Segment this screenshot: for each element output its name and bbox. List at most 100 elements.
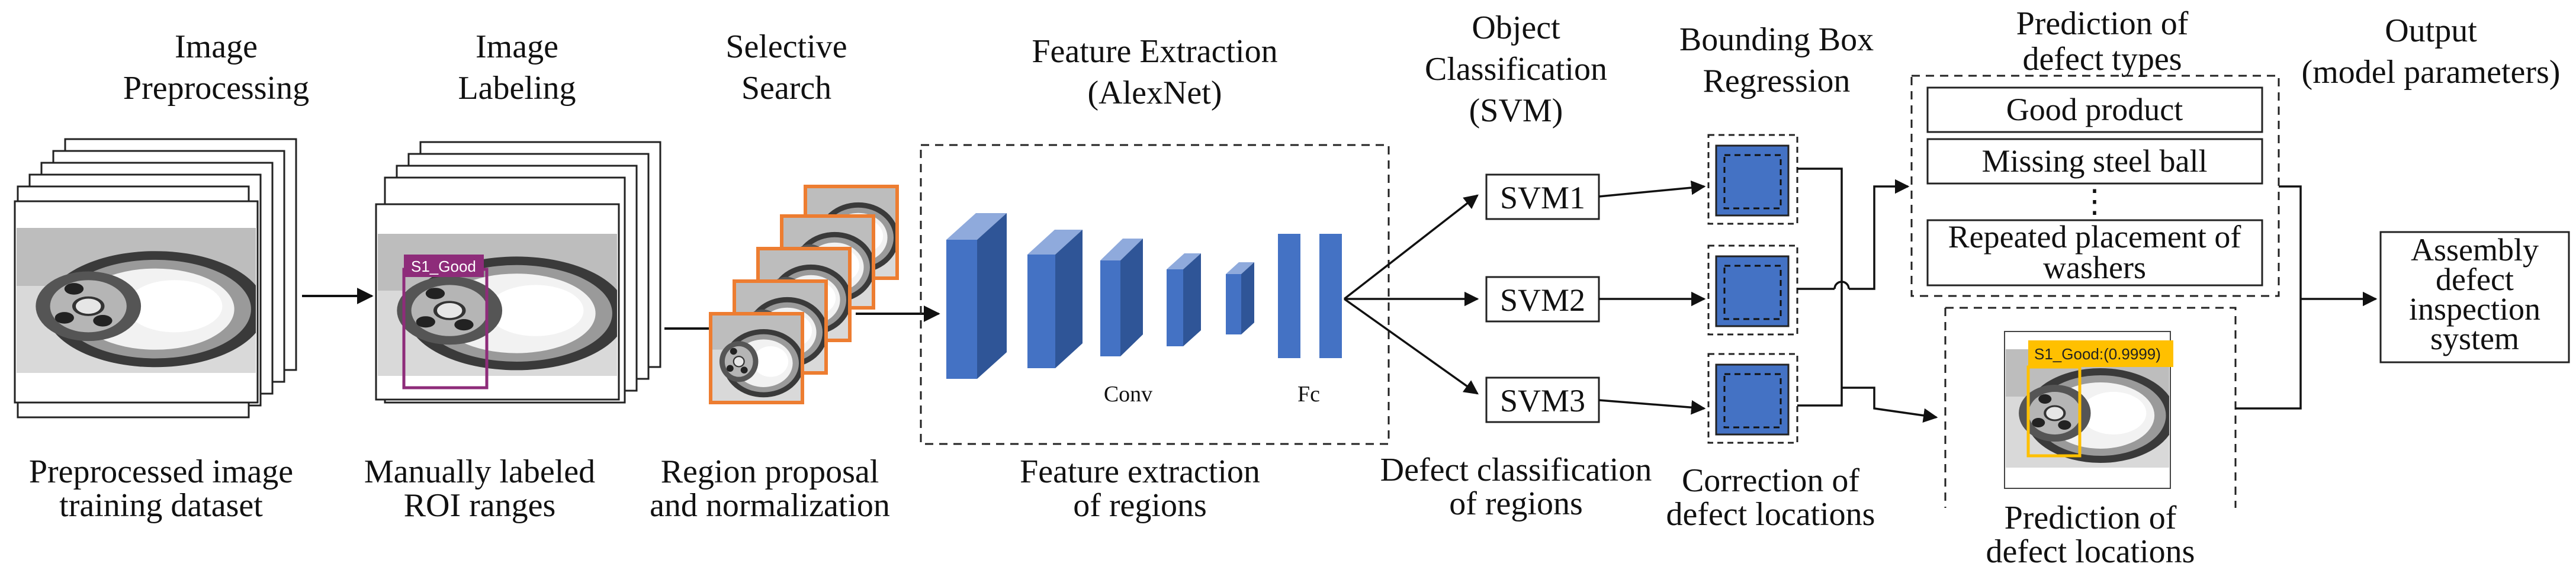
output-system-box (2379, 231, 2570, 363)
arrow-svm3-to-bbox (1598, 399, 1706, 415)
caption-preprocessing-2: training dataset (59, 487, 263, 524)
title-classification-1: Object (1472, 9, 1560, 46)
conv-layer-2-top (1027, 230, 1083, 255)
fc-layer-1 (1278, 234, 1300, 358)
cnn-dashed-frame (920, 144, 1390, 445)
bbox-outer (1707, 134, 1798, 225)
defect-type-repeated-label-1: Repeated placement of (1948, 219, 2241, 255)
bbox-fill (1715, 363, 1790, 436)
title-feature-2: (AlexNet) (1087, 75, 1222, 111)
title-labeling-1: Image (476, 28, 558, 65)
defect-type-list: Good product Missing steel ball ⋮ Repeat… (1926, 86, 2263, 286)
bbox-inner (1723, 154, 1782, 210)
output-label-4: system (2430, 321, 2519, 356)
caption-selective-2: and normalization (650, 487, 890, 524)
stage-titles: Image Preprocessing Image Labeling Selec… (123, 5, 2561, 129)
caption-classification-1: Defect classification (1380, 452, 1652, 488)
caption-feature-1: Feature extraction (1020, 453, 1260, 490)
labeled-image-stack: S1_Good (375, 141, 661, 404)
defect-type-good (1926, 86, 2263, 133)
title-preprocessing-1: Image (175, 28, 258, 65)
roi-tag-label: S1_Good (411, 257, 476, 275)
bbox-regression-boxes (1707, 134, 1798, 444)
title-preprocessing-2: Preprocessing (123, 70, 309, 107)
conv-layer-2 (1027, 255, 1055, 368)
stage-captions: Preprocessed image training dataset Manu… (29, 452, 2195, 570)
defect-type-missing-ball-label: Missing steel ball (1982, 143, 2208, 179)
svm3-label: SVM3 (1500, 383, 1585, 419)
title-labeling-2: Labeling (458, 70, 576, 107)
arrow-svm1-to-bbox (1598, 180, 1706, 198)
bbox-outer (1707, 244, 1798, 336)
roi-tag (404, 255, 484, 277)
detection-result: S1_Good:(0.9999) (2004, 331, 2173, 489)
caption-labeling-2: ROI ranges (404, 487, 556, 524)
arrow-to-svm1 (1343, 194, 1479, 300)
title-classification-2: Classification (1425, 51, 1607, 88)
caption-labeling-1: Manually labeled (364, 453, 595, 490)
title-prediction-1: Prediction of (2016, 5, 2189, 42)
defect-type-repeated-washers (1926, 219, 2263, 286)
arrow-to-svm3 (1343, 298, 1479, 395)
conv-label: Conv (1104, 382, 1152, 407)
title-output-1: Output (2385, 12, 2477, 49)
title-feature-1: Feature Extraction (1032, 33, 1277, 70)
caption-classification-2: of regions (1449, 485, 1583, 522)
caption-locations-2: defect locations (1986, 533, 2195, 570)
ellipsis: ⋮ (2079, 184, 2111, 219)
conv-layer-3-side (1120, 239, 1143, 356)
title-prediction-2: defect types (2023, 41, 2182, 78)
output-label-3: inspection (2409, 291, 2540, 327)
defect-type-good-label: Good product (2006, 92, 2183, 127)
connector-types-to-output (2279, 185, 2302, 299)
preprocessed-image-stack (14, 138, 297, 419)
title-selective-1: Selective (725, 28, 847, 65)
arrow-to-types (1849, 179, 1910, 290)
conv-layer-4 (1167, 269, 1183, 346)
title-bbox-1: Bounding Box (1679, 21, 1874, 58)
bbox-inner (1723, 265, 1782, 320)
title-classification-3: (SVM) (1469, 92, 1563, 129)
fc-layer-2 (1319, 234, 1342, 358)
conv-layer-4-side (1183, 253, 1201, 346)
title-selective-2: Search (741, 70, 831, 107)
connector-locations-to-output (2235, 299, 2302, 410)
output-label-1: Assembly (2411, 232, 2539, 268)
title-bbox-2: Regression (1703, 63, 1851, 99)
conv-layer-5 (1226, 274, 1241, 334)
svm3-box (1485, 376, 1600, 423)
svm2-label: SVM2 (1500, 282, 1585, 318)
alexnet-layers (946, 213, 1342, 379)
merge-bracket (1797, 168, 1843, 407)
conv-layer-2-side (1055, 230, 1083, 368)
caption-bbox-2: defect locations (1666, 496, 1875, 533)
arrow-to-locations (1842, 387, 1938, 423)
defect-type-missing-ball (1926, 138, 2263, 185)
conv-layer-1-top (946, 213, 1007, 240)
bbox-fill (1715, 255, 1790, 327)
svm-classifiers: SVM1 SVM2 SVM3 (1485, 173, 1600, 423)
bbox-outer (1707, 353, 1798, 444)
title-output-2: (model parameters) (2302, 54, 2561, 91)
output-connectors (2235, 185, 2378, 410)
part-image (712, 316, 801, 401)
defect-locations-frame (1945, 307, 2237, 508)
svm1-box (1485, 173, 1600, 220)
caption-feature-2: of regions (1073, 487, 1207, 524)
detection-tag-label: S1_Good:(0.9999) (2034, 345, 2161, 363)
bbox-fill (1715, 144, 1790, 217)
svm1-label: SVM1 (1500, 180, 1585, 215)
caption-preprocessing-1: Preprocessed image (29, 453, 293, 490)
conv-layer-5-side (1241, 262, 1254, 334)
caption-selective-1: Region proposal (661, 453, 879, 490)
conv-layer-1 (946, 240, 977, 379)
output-label-2: defect (2436, 262, 2514, 297)
region-proposals (709, 185, 899, 404)
fc-label: Fc (1297, 382, 1320, 407)
conv-layer-4-top (1167, 253, 1201, 269)
bbox-inner (1723, 373, 1782, 429)
merge-connectors (1797, 168, 1938, 423)
conv-layer-1-side (977, 213, 1007, 379)
conv-layer-3 (1100, 260, 1120, 356)
conv-layer-5-top (1226, 262, 1254, 274)
